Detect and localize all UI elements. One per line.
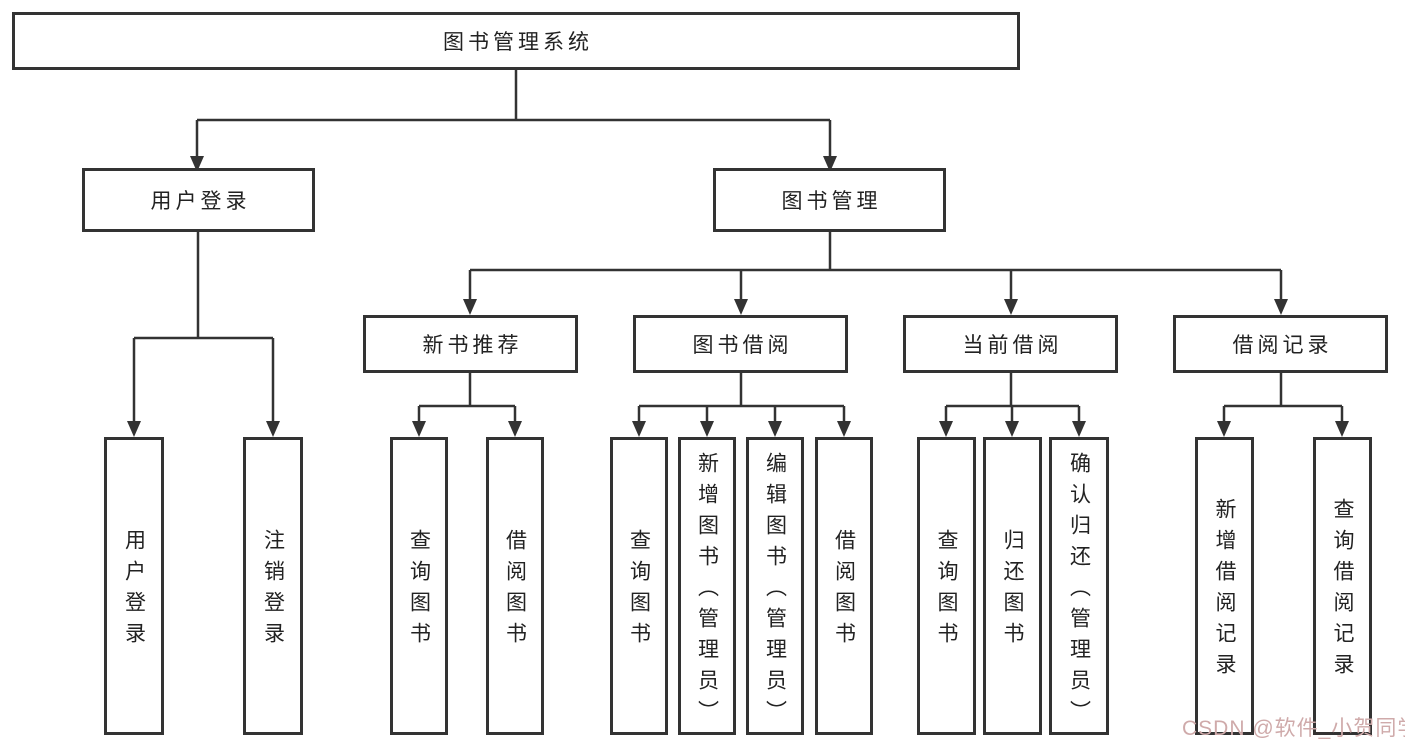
arrowhead-icon [412,421,426,437]
arrowhead-icon [768,421,782,437]
node-book-mgmt: 图书管理 [713,168,946,232]
node-label: 当前借阅 [962,334,1063,357]
connector-new-book-rec-branch [412,373,522,437]
leaf-logout: 注销登录 [243,437,303,735]
node-label: 借阅记录 [1232,334,1333,357]
leaf-records-query-record: 查询借阅记录 [1313,437,1372,735]
arrowhead-icon [463,299,477,315]
leaf-user-login: 用户登录 [104,437,164,735]
leaf-label: 注销登录 [261,529,285,653]
leaf-current-query-books: 查询图书 [917,437,976,735]
node-label: 图书借阅 [692,334,793,357]
leaf-label: 查询图书 [407,529,431,653]
arrowhead-icon [1217,421,1231,437]
connector-book-borrow-branch [632,373,851,437]
leaf-rec-borrow-books: 借阅图书 [486,437,544,735]
leaf-label: 借阅图书 [832,529,856,653]
connector-user-login-branch [127,232,280,437]
leaf-records-add-record: 新增借阅记录 [1195,437,1254,735]
leaf-borrow-add-books-admin: 新增图书（管理员） [678,437,736,735]
node-current-borrow: 当前借阅 [903,315,1118,373]
node-label: 用户登录 [150,190,251,213]
node-root-label: 图书管理系统 [443,31,593,54]
node-root: 图书管理系统 [12,12,1020,70]
arrowhead-icon [190,156,204,172]
leaf-label: 用户登录 [122,529,146,653]
connector-current-borrow-branch [939,373,1086,437]
node-label: 图书管理 [781,190,882,213]
arrowhead-icon [734,299,748,315]
arrowhead-icon [823,156,837,172]
leaf-label: 查询图书 [935,529,958,653]
leaf-rec-query-books: 查询图书 [390,437,448,735]
leaf-label: 编辑图书（管理员） [763,451,787,731]
leaf-borrow-query-books: 查询图书 [610,437,668,735]
leaf-current-return-books: 归还图书 [983,437,1042,735]
csdn-watermark: CSDN @软件_小贺同学 [1182,717,1405,740]
arrowhead-icon [939,421,953,437]
arrowhead-icon [508,421,522,437]
arrowhead-icon [700,421,714,437]
leaf-label: 确认归还（管理员） [1067,451,1091,731]
node-new-book-rec: 新书推荐 [363,315,578,373]
leaf-borrow-edit-books-admin: 编辑图书（管理员） [746,437,804,735]
leaf-label: 归还图书 [1001,529,1024,653]
leaf-label: 查询借阅记录 [1331,498,1354,684]
arrowhead-icon [266,421,280,437]
node-user-login: 用户登录 [82,168,315,232]
connector-root-to-level2 [190,70,837,172]
arrowhead-icon [1072,421,1086,437]
leaf-label: 新增借阅记录 [1213,498,1236,684]
node-label: 新书推荐 [422,334,523,357]
arrowhead-icon [632,421,646,437]
leaf-label: 查询图书 [627,529,651,653]
leaf-current-confirm-return-admin: 确认归还（管理员） [1049,437,1109,735]
connector-book-mgmt-branch [463,232,1288,315]
leaf-label: 新增图书（管理员） [695,451,719,731]
arrowhead-icon [1335,421,1349,437]
arrowhead-icon [837,421,851,437]
connector-borrow-records-branch [1217,373,1349,437]
arrowhead-icon [1004,299,1018,315]
arrowhead-icon [127,421,141,437]
node-borrow-records: 借阅记录 [1173,315,1388,373]
node-book-borrow: 图书借阅 [633,315,848,373]
arrowhead-icon [1274,299,1288,315]
leaf-borrow-borrow-books: 借阅图书 [815,437,873,735]
arrowhead-icon [1005,421,1019,437]
leaf-label: 借阅图书 [503,529,527,653]
